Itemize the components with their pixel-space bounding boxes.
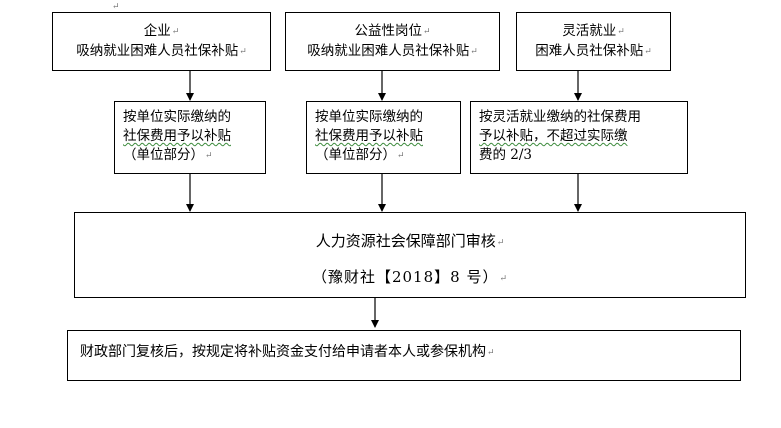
box-hr-review: 人力资源社会保障部门审核↵ （豫财社【2018】8 号）↵ — [74, 212, 746, 298]
svg-text:↵: ↵ — [112, 2, 120, 12]
box-public-welfare-rule: 按单位实际缴纳的 社保费用予以补贴 （单位部分）↵ — [306, 101, 461, 174]
box-flexible-employment-subsidy: 灵活就业↵ 困难人员社保补贴↵ — [516, 12, 671, 71]
review-title: 人力资源社会保障部门审核 — [315, 232, 496, 250]
box-public-welfare-subsidy: 公益性岗位↵ 吸纳就业困难人员社保补贴↵ — [285, 12, 500, 71]
box-enterprise-rule: 按单位实际缴纳的 社保费用予以补贴 （单位部分）↵ — [114, 101, 266, 174]
review-doc-number: （豫财社【2018】8 号） — [311, 268, 499, 286]
box-finance-review: 财政部门复核后，按规定将补贴资金支付给申请者本人或参保机构↵ — [67, 330, 741, 381]
final-step-text: 财政部门复核后，按规定将补贴资金支付给申请者本人或参保机构 — [80, 344, 486, 360]
box-flexible-employment-rule: 按灵活就业缴纳的社保费用 予以补贴，不超过实际缴 费的 2/3 — [470, 101, 688, 174]
box-enterprise-subsidy: 企业↵ 吸纳就业困难人员社保补贴↵ — [52, 12, 271, 71]
